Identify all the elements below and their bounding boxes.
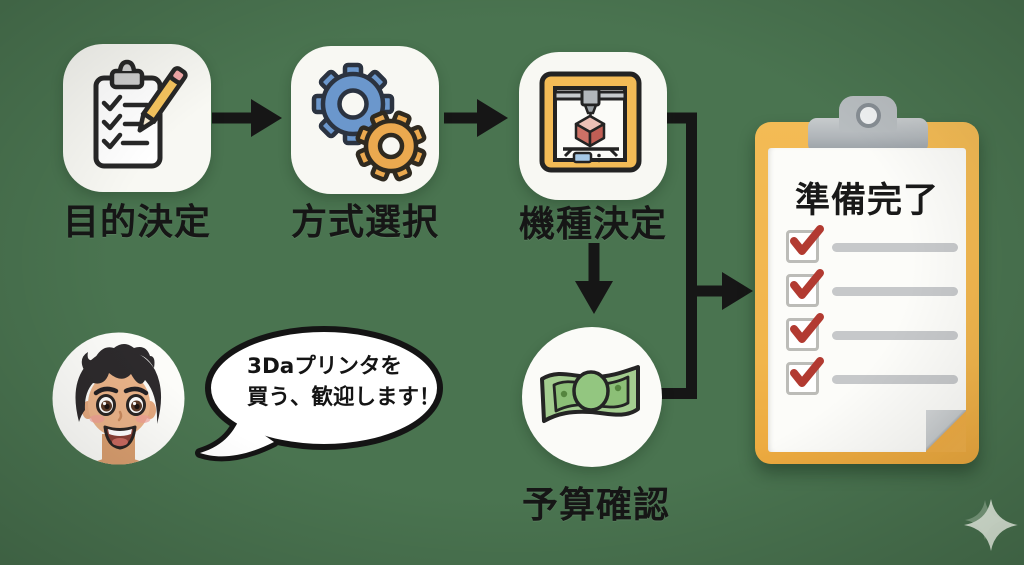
step-purpose-card <box>63 44 211 192</box>
checkbox-checked <box>786 313 824 351</box>
step-budget-card <box>522 327 662 467</box>
avatar <box>50 330 187 467</box>
checklist-row <box>786 225 958 263</box>
speech-bubble <box>195 326 443 462</box>
3d-printer-icon <box>539 71 642 173</box>
step-purpose-label: 目的決定 <box>62 202 211 243</box>
placeholder-line <box>832 287 958 296</box>
clipboard-clip-top <box>839 96 897 132</box>
step-budget-label: 予算確認 <box>521 485 670 526</box>
page-fold-corner <box>926 410 966 452</box>
placeholder-line <box>832 331 958 340</box>
step-model-card <box>519 52 667 200</box>
board-title: 準備完了 <box>794 181 939 221</box>
arrow-merge-board <box>692 272 753 310</box>
checklist-rows <box>786 225 958 408</box>
placeholder-line <box>832 375 958 384</box>
two-gears-icon <box>311 62 427 182</box>
clipboard-paper: 準備完了 <box>768 148 966 452</box>
checklist-row <box>786 357 958 395</box>
banknote-icon <box>540 365 640 423</box>
speech-line-1: 3Daプリンタを <box>247 354 402 379</box>
checklist-row <box>786 313 958 351</box>
clipboard-checklist-pencil-icon <box>93 59 188 169</box>
step-method-label: 方式選択 <box>290 202 439 243</box>
checklist-board: 準備完了 <box>753 96 983 468</box>
checkbox-checked <box>786 225 824 263</box>
speech-line-2: 買う、歓迎します！ <box>247 385 441 410</box>
clipboard-clip-hole <box>856 103 881 128</box>
checkmark-icon <box>790 357 824 387</box>
checkbox-checked <box>786 269 824 307</box>
placeholder-line <box>832 243 958 252</box>
sparkle-icon <box>964 499 1018 551</box>
step-model-label: 機種決定 <box>518 204 667 245</box>
step-method-card <box>291 46 439 194</box>
arrow-step3-step4 <box>575 243 613 314</box>
checklist-row <box>786 269 958 307</box>
checkmark-icon <box>790 225 824 255</box>
speech-bubble-text: 3Daプリンタを 買う、歓迎します！ <box>247 351 441 413</box>
arrow-step2-step3 <box>444 99 508 137</box>
checkmark-icon <box>790 313 824 343</box>
checkmark-icon <box>790 269 824 299</box>
checkbox-checked <box>786 357 824 395</box>
person-face-icon <box>52 332 185 465</box>
arrow-step1-step2 <box>212 99 282 137</box>
